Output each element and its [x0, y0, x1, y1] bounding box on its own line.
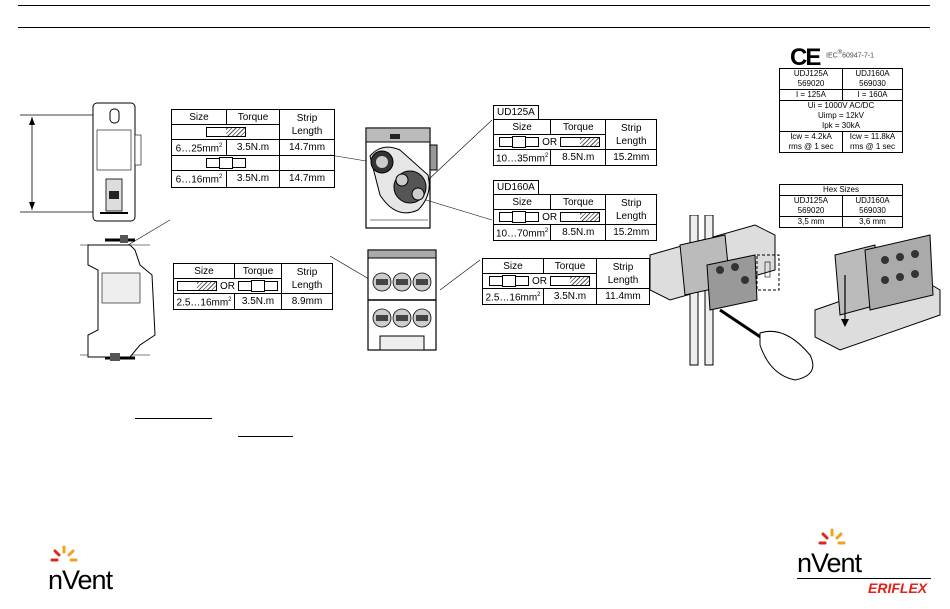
header-border	[18, 27, 930, 28]
cell-torque: 3.5N.m	[226, 138, 280, 157]
hex-size-160: 3,6 mm	[842, 216, 903, 228]
cell-strip: 15.2mm	[605, 223, 658, 242]
cell-strip: 14.7mm	[279, 138, 335, 157]
wire-options-icon: OR	[492, 209, 607, 225]
table-title-ud125a: UD125A	[493, 105, 539, 119]
table-title-ud160a: UD160A	[493, 180, 539, 194]
cell-size: 10…70mm2	[492, 223, 552, 242]
header-torque: Torque	[550, 194, 607, 210]
header-size: Size	[492, 194, 552, 210]
underline-mark	[135, 418, 212, 419]
ferrule-wire-icon	[171, 155, 280, 172]
hex-title: Hex Sizes	[779, 184, 903, 196]
underline-mark	[238, 436, 293, 437]
logo-divider	[797, 578, 931, 579]
hex-size-125: 3,5 mm	[779, 216, 843, 228]
cell-torque: 8.5N.m	[550, 148, 607, 167]
header-torque: Torque	[550, 119, 607, 135]
cell-strip: 11.4mm	[596, 287, 650, 306]
cell-size: 6…25mm2	[171, 138, 227, 157]
cell-size: 6…16mm2	[171, 170, 227, 188]
header-size: Size	[482, 258, 544, 274]
connector-front-view-top	[330, 120, 493, 229]
eriflex-logo: ERIFLEX	[868, 580, 928, 596]
cert-current-125: I = 125A	[779, 89, 843, 101]
header-size: Size	[173, 263, 235, 279]
header-size: Size	[492, 119, 552, 135]
cell-size: 2.5…16mm2	[173, 292, 235, 311]
nvent-spark-icon	[50, 545, 78, 562]
connector-front-view-bottom	[330, 249, 481, 351]
wire-options-icon: OR	[482, 273, 597, 289]
nvent-logo-left: nVent	[48, 565, 113, 595]
cell-strip: 8.9mm	[281, 292, 333, 311]
cell-size: 10…35mm2	[492, 148, 552, 167]
nvent-spark-icon	[818, 528, 846, 545]
installation-illustration	[649, 215, 941, 381]
top-border	[18, 5, 930, 6]
header-torque: Torque	[543, 258, 597, 274]
cell-torque: 3.5N.m	[234, 292, 282, 311]
wire-options-icon: OR	[173, 278, 282, 294]
cell-size: 2.5…16mm2	[482, 287, 544, 306]
header-torque: Torque	[226, 109, 280, 125]
header-size: Size	[171, 109, 227, 125]
cell-torque: 8.5N.m	[550, 223, 607, 242]
cell-strip: 14.7mm	[279, 170, 335, 188]
nvent-logo-right: nVent	[797, 548, 862, 578]
side-view-drawing	[20, 102, 170, 361]
cert-current-160: I = 160A	[842, 89, 903, 101]
cell-strip: 15.2mm	[605, 148, 658, 167]
ce-mark: CE	[790, 44, 821, 71]
stripped-wire-icon	[171, 124, 280, 140]
cell-torque: 3.5N.m	[543, 287, 597, 306]
iec-standard: IEC®60947-7-1	[826, 50, 875, 60]
cell-torque: 3.5N.m	[226, 170, 280, 188]
header-torque: Torque	[234, 263, 282, 279]
wire-options-icon: OR	[492, 134, 607, 150]
